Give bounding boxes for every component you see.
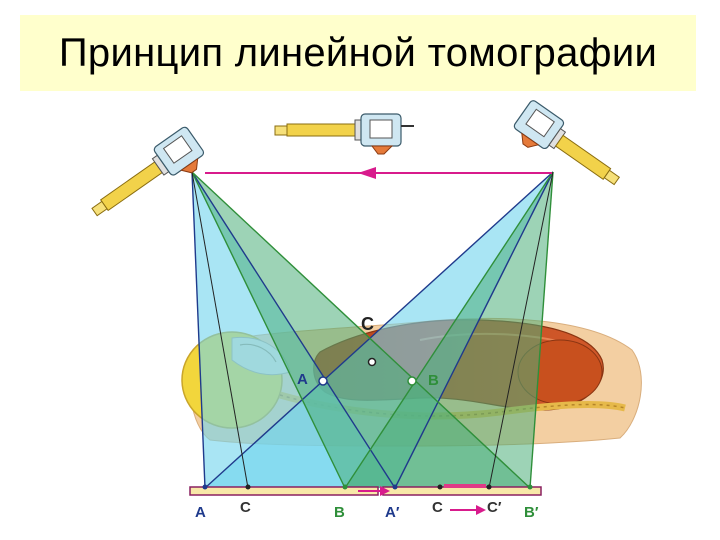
- point-c-label: C: [361, 314, 374, 334]
- film-motion-arrow-between: [358, 486, 390, 496]
- film-right-label-c-prime: C′: [487, 499, 502, 516]
- film-left-label-a: A: [195, 504, 206, 521]
- film-right-label-b: B′: [524, 504, 539, 521]
- xray-tube-right: [513, 100, 621, 186]
- point-c-marker: [367, 357, 377, 367]
- point-a-label: A: [297, 371, 308, 388]
- film-motion-arrow-c: [450, 505, 486, 515]
- page-title: Принцип линейной томографии: [58, 30, 658, 75]
- film-right-label-a: A′: [385, 504, 400, 521]
- point-a-marker: [318, 376, 328, 386]
- tube-motion-arrow: [205, 167, 552, 179]
- film-left-label-c: C: [240, 499, 251, 516]
- ray-lines: [191, 171, 554, 489]
- film-left-label-b: B: [334, 504, 345, 521]
- film-right-label-c: C: [432, 499, 443, 516]
- xray-tube-left: [91, 126, 205, 217]
- point-b-label: B: [428, 372, 439, 389]
- title-bar: Принцип линейной томографии: [20, 15, 696, 91]
- xray-tube-center: [274, 113, 414, 155]
- point-b-marker: [407, 376, 417, 386]
